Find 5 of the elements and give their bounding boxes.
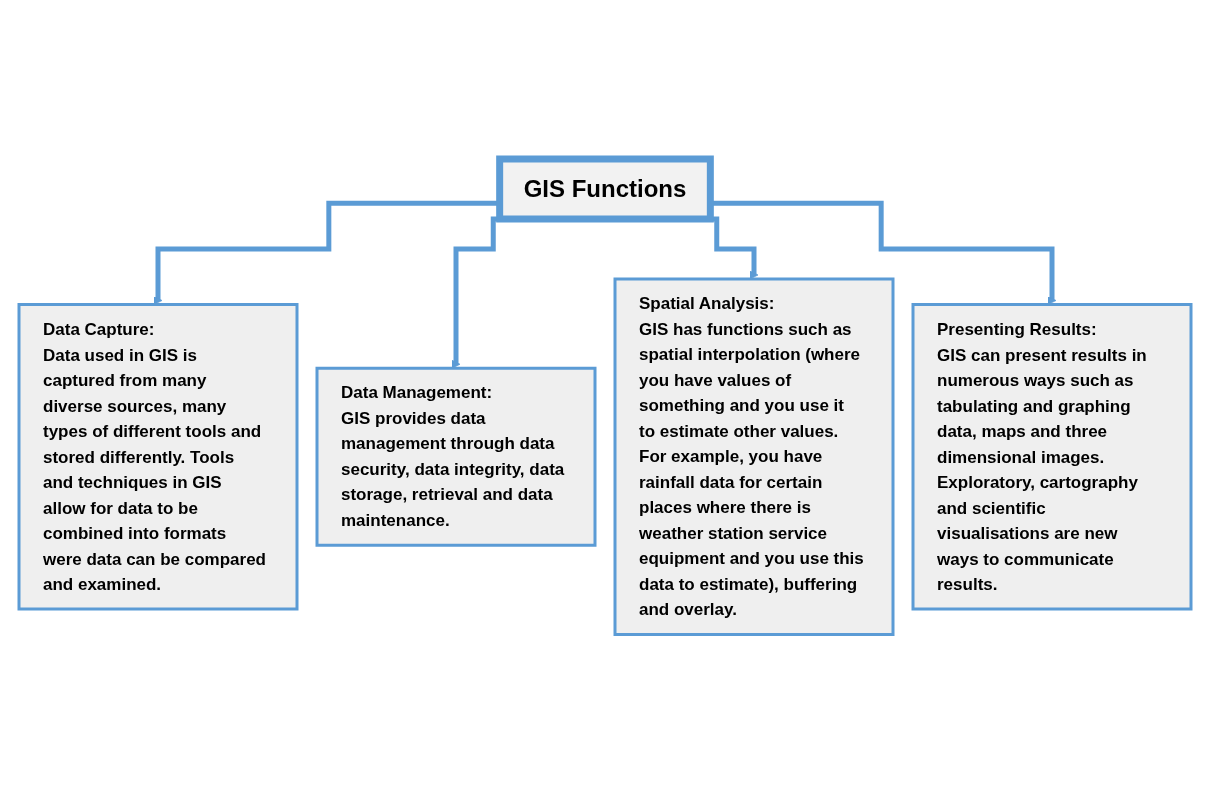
node-box: Spatial Analysis: GIS has functions such as spatial interpolation (where you have values of something and you use it to estimate other values. For example, you have rainfall data for certain places where there is weather station service equipment and you use this data to estimate), buffering and overlay. bbox=[613, 277, 894, 637]
node-box: Data Management: GIS provides data management through data security, data integrity, data storage, retrieval and data maintenance. bbox=[315, 367, 596, 547]
node-box: Presenting Results: GIS can present results in numerous ways such as tabulating and graphing data, maps and three dimensional images. Exploratory, cartography and scientific visualisations are new ways to communicate results. bbox=[911, 303, 1192, 611]
node-box: Data Capture: Data used in GIS is captured from many diverse sources, many types of different tools and stored differently. Tools and techniques in GIS allow for data to be combined into formats were data can be compared and examined. bbox=[17, 303, 298, 611]
node-box: GIS Functions bbox=[495, 155, 714, 223]
